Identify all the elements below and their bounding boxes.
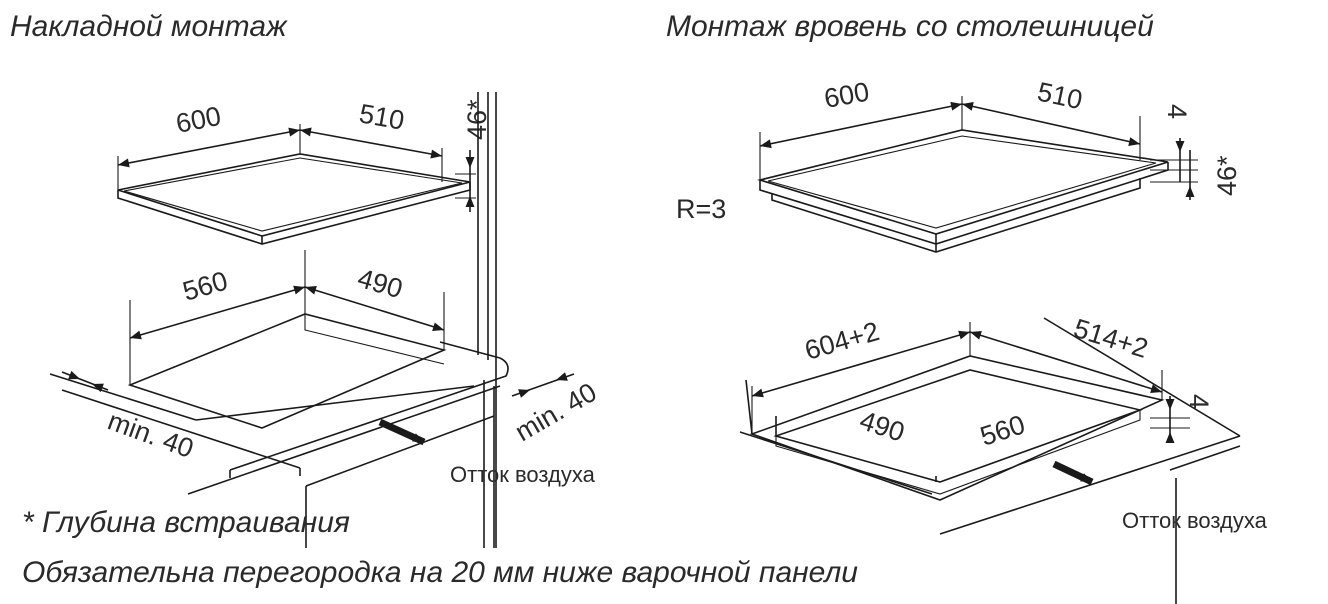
flush-hob-width-label: 600 [822,77,872,114]
arrowhead [1150,384,1162,394]
partition-note: Обязательна перегородка на 20 мм ниже ва… [22,556,858,589]
flush-hob-height-label: 46* [1212,155,1242,196]
title-flush-mounting: Монтаж вровень со столешницей [666,10,1154,43]
flush-hob-drawing [757,96,1198,253]
overlay-cutout-width-label: 560 [179,266,231,307]
arrowhead [465,196,475,207]
flush-recess-step-label: 4 [1184,394,1214,409]
flush-recess-depth-label: 514+2 [1070,313,1151,364]
flush-worktop-drawing [739,317,1241,604]
arrowhead [1175,141,1185,152]
arrowhead [1165,399,1175,410]
overlay-worktop-drawing [49,92,575,548]
overlay-hob-height-label: 46* [462,99,492,140]
arrowhead [68,370,80,380]
flush-radius-label: R=3 [676,194,726,224]
arrowhead [752,388,764,398]
arrowhead [1185,186,1195,197]
flush-glass-thickness-label: 4 [1162,104,1192,119]
arrowhead [130,330,142,340]
dimension-arrowheads [68,101,1195,482]
arrowhead [430,149,442,159]
arrowhead [118,158,130,168]
arrowhead [465,157,475,168]
arrowhead [293,285,305,295]
flush-cutout-width-label: 560 [977,409,1029,451]
flush-airflow-label: Отток воздуха [1122,508,1268,533]
arrowhead [300,127,312,137]
arrowhead [1080,473,1092,482]
overlay-cutout-depth-label: 490 [354,263,406,304]
arrowhead [760,139,772,149]
arrowhead [288,127,300,137]
overlay-hob-depth-label: 510 [357,98,407,135]
overlay-hob-drawing [117,124,476,245]
arrowhead [556,372,568,381]
arrowhead [412,433,424,442]
overlay-airflow-label: Отток воздуха [450,462,596,487]
arrowhead [518,389,530,398]
overlay-min-front-label: min. 40 [104,405,197,463]
arrowhead [970,330,982,340]
arrowhead [1128,137,1140,146]
arrowhead [305,285,317,295]
title-overlay-mounting: Накладной монтаж [10,10,288,43]
flush-recess-width-label: 604+2 [801,316,882,366]
arrowhead [92,383,104,393]
arrowhead [1165,432,1175,443]
arrowhead [958,330,970,340]
flush-hob-depth-label: 510 [1035,77,1085,116]
arrowhead [950,101,962,111]
overlay-min-side-label: min. 40 [510,377,602,447]
arrowhead [432,322,444,332]
arrowhead [962,102,974,111]
depth-footnote: * Глубина встраивания [22,506,350,539]
flush-cutout-depth-label: 490 [856,405,908,447]
overlay-hob-width-label: 600 [173,101,223,139]
